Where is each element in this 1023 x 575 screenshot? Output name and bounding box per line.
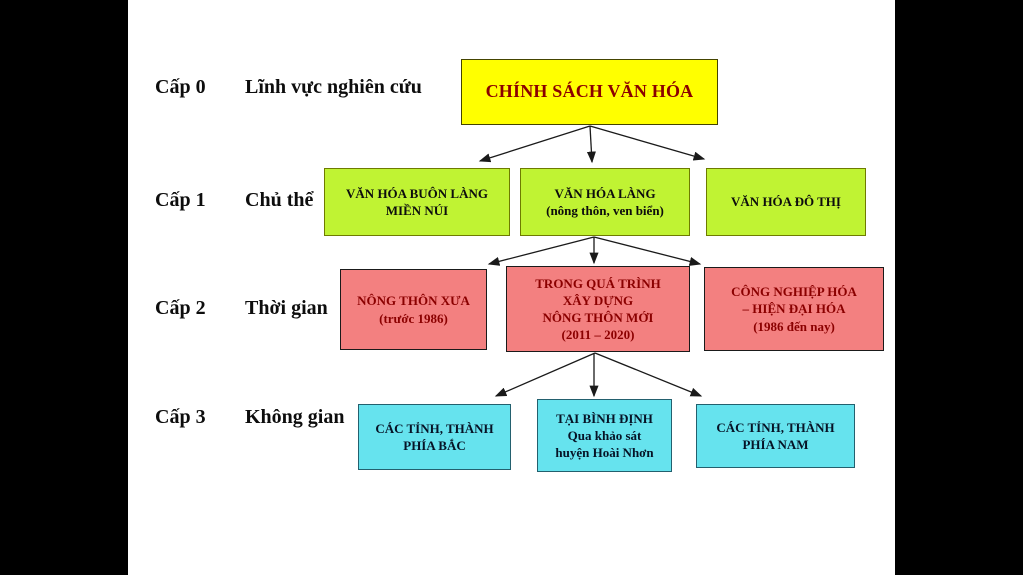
dimension-label-thoi-gian: Thời gian bbox=[245, 297, 328, 319]
dimension-label-khong-gian: Không gian bbox=[245, 406, 345, 428]
level-label-cap2: Cấp 2 bbox=[155, 297, 206, 319]
node-xay-dung-nong-thon-moi: TRONG QUÁ TRÌNH XÂY DỰNG NÔNG THÔN MỚI (… bbox=[506, 266, 690, 352]
node-title: CHÍNH SÁCH VĂN HÓA bbox=[485, 81, 694, 102]
node-van-hoa-buon-lang: VĂN HÓA BUÔN LÀNG MIỀN NÚI bbox=[324, 168, 510, 236]
node-line: huyện Hoài Nhơn bbox=[555, 445, 654, 461]
node-nong-thon-xua: NÔNG THÔN XƯA (trước 1986) bbox=[340, 269, 487, 350]
node-line: – HIỆN ĐẠI HÓA bbox=[742, 301, 846, 317]
node-van-hoa-lang: VĂN HÓA LÀNG (nông thôn, ven biển) bbox=[520, 168, 690, 236]
node-line: Qua khảo sát bbox=[567, 427, 642, 443]
node-line: PHÍA NAM bbox=[742, 437, 809, 452]
node-line: CÔNG NGHIỆP HÓA bbox=[731, 284, 857, 300]
node-line: TẠI BÌNH ĐỊNH bbox=[556, 410, 653, 426]
node-line: NÔNG THÔN MỚI bbox=[542, 310, 654, 325]
node-line: (1986 đến nay) bbox=[753, 318, 835, 334]
node-line: NÔNG THÔN XƯA bbox=[357, 293, 470, 309]
node-cong-nghiep-hoa: CÔNG NGHIỆP HÓA – HIỆN ĐẠI HÓA (1986 đến… bbox=[704, 267, 884, 351]
node-tai-binh-dinh: TẠI BÌNH ĐỊNH Qua khảo sát huyện Hoài Nh… bbox=[537, 399, 672, 472]
node-line: CÁC TỈNH, THÀNH bbox=[375, 420, 494, 436]
node-line: (trước 1986) bbox=[379, 310, 448, 326]
slide-canvas: Cấp 0 Lĩnh vực nghiên cứu Cấp 1 Chủ thể … bbox=[128, 0, 895, 575]
node-line: (2011 – 2020) bbox=[561, 327, 635, 343]
level-label-cap0: Cấp 0 bbox=[155, 76, 206, 98]
node-line: XÂY DỰNG bbox=[562, 292, 634, 308]
node-van-hoa-do-thi: VĂN HÓA ĐÔ THỊ bbox=[706, 168, 866, 236]
node-line: (nông thôn, ven biển) bbox=[546, 203, 664, 218]
level-label-cap1: Cấp 1 bbox=[155, 189, 206, 211]
node-line: VĂN HÓA ĐÔ THỊ bbox=[731, 194, 841, 210]
node-line: MIỀN NÚI bbox=[385, 203, 449, 218]
node-cac-tinh-thanh-phia-nam: CÁC TỈNH, THÀNH PHÍA NAM bbox=[696, 404, 855, 468]
node-line: VĂN HÓA LÀNG bbox=[554, 185, 656, 201]
node-line: PHÍA BẮC bbox=[403, 438, 466, 453]
node-line: TRONG QUÁ TRÌNH bbox=[535, 275, 661, 291]
connector-arrows bbox=[478, 125, 706, 398]
node-chinh-sach-van-hoa: CHÍNH SÁCH VĂN HÓA bbox=[461, 59, 718, 125]
node-cac-tinh-thanh-phia-bac: CÁC TỈNH, THÀNH PHÍA BẮC bbox=[358, 404, 511, 470]
dimension-label-chu-the: Chủ thể bbox=[245, 189, 314, 211]
dimension-label-linh-vuc: Lĩnh vực nghiên cứu bbox=[245, 76, 422, 98]
node-line: CÁC TỈNH, THÀNH bbox=[716, 419, 835, 435]
level-label-cap3: Cấp 3 bbox=[155, 406, 206, 428]
node-line: VĂN HÓA BUÔN LÀNG bbox=[346, 185, 488, 201]
